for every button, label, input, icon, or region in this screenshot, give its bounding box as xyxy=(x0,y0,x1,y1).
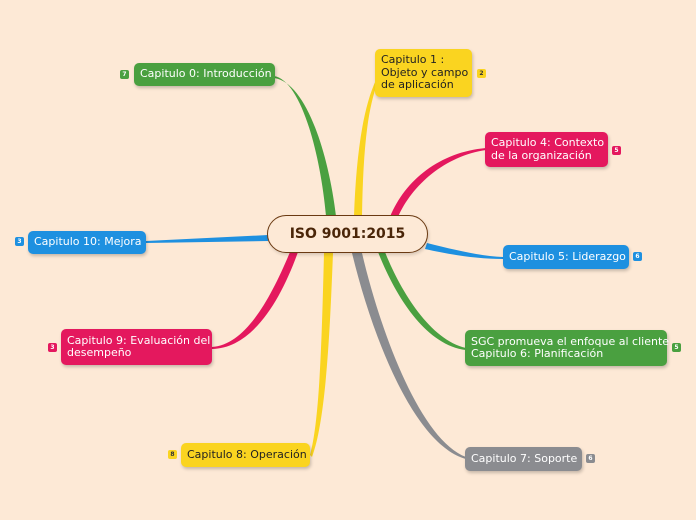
link-cap1 xyxy=(354,80,378,216)
count-badge: 3 xyxy=(15,237,24,246)
count-badge: 8 xyxy=(168,450,177,459)
count-badge: 7 xyxy=(120,70,129,79)
topic-label: Capitulo 4: Contexto xyxy=(491,136,605,149)
topic-cap9[interactable]: Capitulo 9: Evaluación del desempeño xyxy=(61,329,212,365)
topic-cap6[interactable]: SGC promueva el enfoque al cliente Capit… xyxy=(465,330,670,366)
count-badge: 6 xyxy=(633,252,642,261)
topic-label: de la organización xyxy=(491,148,592,162)
topic-label: Capitulo 7: Soporte xyxy=(471,451,578,465)
topic-label: Capitulo 0: Introducción xyxy=(140,67,272,81)
link-cap0 xyxy=(274,76,336,216)
topic-label: de aplicación xyxy=(381,78,454,92)
link-cap10 xyxy=(146,235,268,243)
link-cap4 xyxy=(390,148,486,217)
topic-cap10[interactable]: Capitulo 10: Mejora xyxy=(28,231,146,254)
count-badge: 6 xyxy=(586,454,595,463)
topic-label: Capitulo 9: Evaluación del xyxy=(67,333,211,347)
topic-label: desempeño xyxy=(67,346,132,359)
topic-cap7[interactable]: Capitulo 7: Soporte xyxy=(465,447,582,471)
link-cap5 xyxy=(425,243,503,259)
count-badge: 5 xyxy=(672,343,681,352)
topic-label: Capitulo 1 : xyxy=(381,53,445,67)
topic-label: Objeto y campo xyxy=(381,65,469,79)
count-badge: 2 xyxy=(477,69,486,78)
link-cap8 xyxy=(310,253,333,457)
topic-label: Capitulo 6: Planificación xyxy=(471,347,604,360)
count-badge: 3 xyxy=(48,343,57,352)
topic-cap4[interactable]: Capitulo 4: Contexto de la organización xyxy=(485,132,608,167)
link-cap9 xyxy=(212,252,298,349)
topic-cap1[interactable]: Capitulo 1 : Objeto y campo de aplicació… xyxy=(375,49,472,97)
count-badge: 5 xyxy=(612,146,621,155)
topic-label: Capitulo 10: Mejora xyxy=(34,235,142,249)
topic-label: Capitulo 8: Operación xyxy=(187,447,307,461)
topic-label: SGC promueva el enfoque al cliente xyxy=(471,334,670,348)
topic-cap5[interactable]: Capitulo 5: Liderazgo xyxy=(503,245,629,269)
central-topic[interactable]: ISO 9001:2015 xyxy=(267,215,428,253)
topic-cap8[interactable]: Capitulo 8: Operación xyxy=(181,443,310,467)
link-cap6 xyxy=(378,252,466,350)
link-cap7 xyxy=(352,253,466,459)
topic-label: Capitulo 5: Liderazgo xyxy=(509,249,626,263)
topic-cap0[interactable]: Capitulo 0: Introducción xyxy=(134,63,275,86)
